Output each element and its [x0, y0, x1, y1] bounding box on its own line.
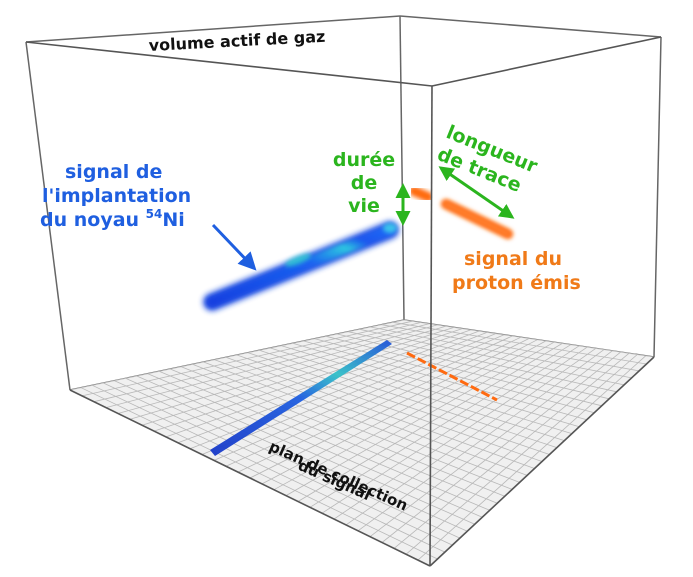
implant-arrow-icon — [211, 223, 257, 271]
lifetime-label: durée de vie — [333, 149, 395, 217]
grid-line — [403, 319, 655, 358]
grid-line — [405, 354, 638, 555]
implant-label-line2: l'implantation — [42, 185, 191, 207]
implant-projection-track — [210, 340, 392, 456]
grid-line — [392, 321, 647, 365]
lifetime-label-line3: vie — [348, 195, 380, 217]
length-double-arrow-icon — [438, 166, 515, 219]
grid-line — [393, 352, 630, 549]
lifetime-label-line1: durée — [333, 149, 395, 171]
implant-label-line1: signal de — [65, 161, 162, 183]
grid-line — [370, 326, 632, 379]
box-front-edges — [25, 36, 662, 567]
grid-line — [381, 324, 640, 372]
proton-track — [409, 186, 513, 239]
proton-label-line2: proton émis — [452, 272, 581, 294]
implant-track — [203, 221, 399, 311]
grid-line — [369, 350, 613, 538]
implant-label-post: Ni — [162, 209, 184, 231]
proton-label-line1: signal du — [464, 248, 562, 270]
implant-label: signal de l'implantation du noyau 54Ni — [40, 161, 191, 231]
implant-label-pre: du noyau — [40, 209, 146, 231]
proton-label: signal du proton émis — [452, 248, 581, 294]
proton-projection-track — [406, 351, 498, 402]
grid-line — [417, 355, 646, 561]
grid-line — [359, 328, 625, 386]
collection-plane-fill — [70, 320, 654, 566]
implant-label-line3: du noyau 54Ni — [40, 207, 185, 231]
implant-label-sup: 54 — [146, 207, 163, 221]
collection-plane-grid — [69, 319, 655, 567]
grid-line — [381, 351, 621, 543]
track-length-label: longueur de trace — [434, 121, 541, 197]
lifetime-label-line2: de — [351, 172, 378, 194]
